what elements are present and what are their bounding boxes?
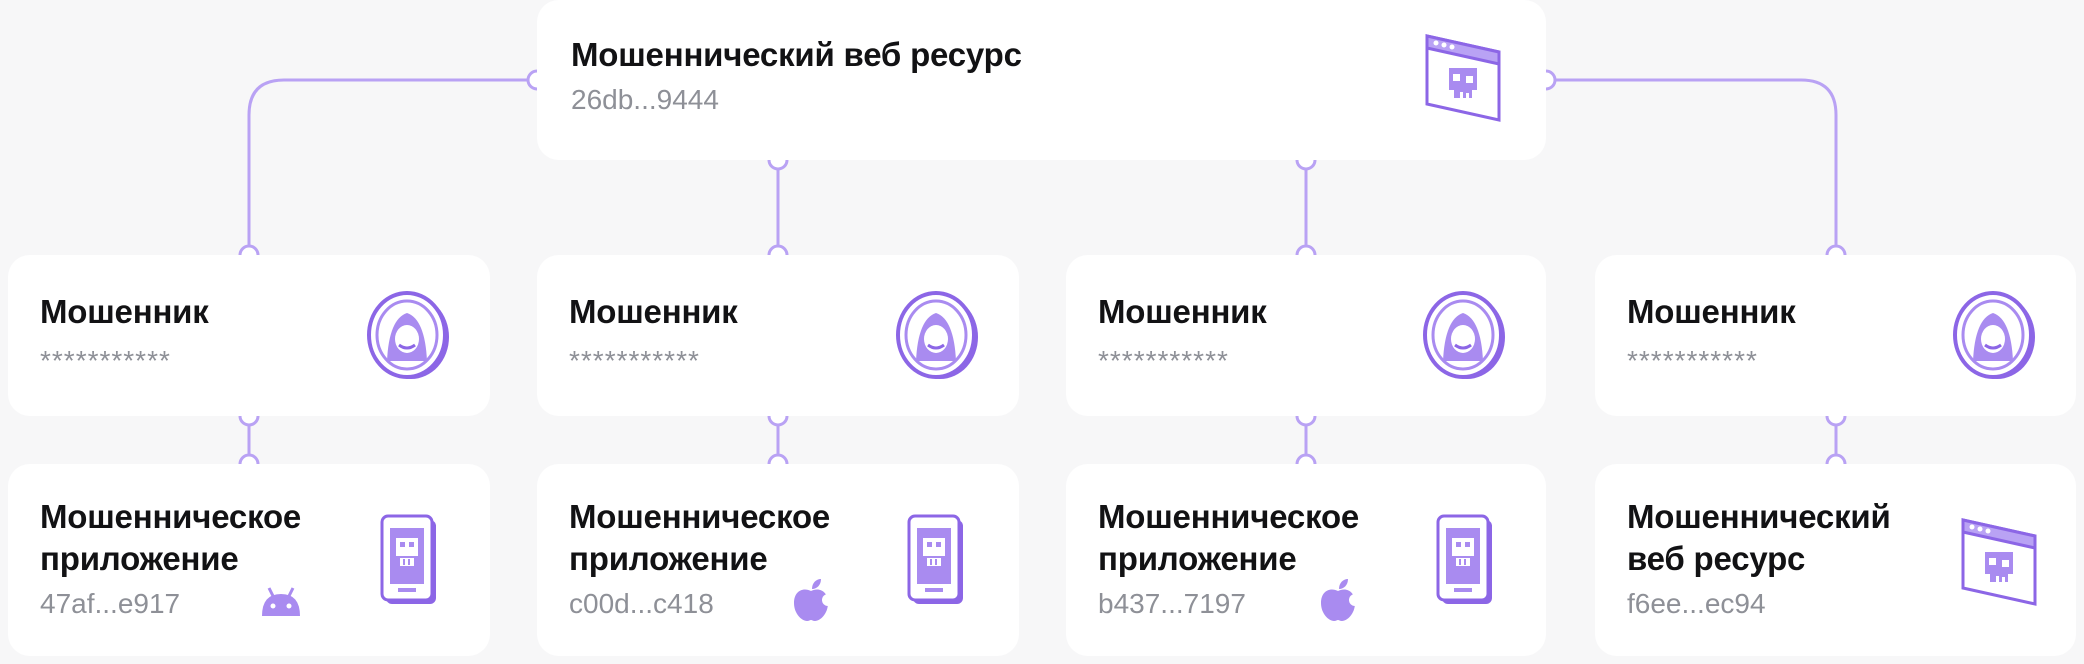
fraudster-title: Мошенник bbox=[1098, 293, 1267, 330]
malicious-browser-window-icon bbox=[1421, 30, 1505, 129]
fraudster-masked-id: *********** bbox=[40, 345, 171, 376]
resource-card[interactable]: Мошенническое приложение c00d...c418 bbox=[537, 464, 1019, 656]
malicious-phone-icon bbox=[376, 512, 446, 615]
resource-id: 47af...e917 bbox=[40, 588, 181, 619]
fraudster-title: Мошенник bbox=[1627, 293, 1796, 330]
resource-card[interactable]: Мошеннический веб ресурс f6ee...ec94 bbox=[1595, 464, 2076, 656]
fraudster-masked-id: *********** bbox=[1627, 345, 1758, 376]
apple-icon bbox=[791, 578, 834, 627]
fraudster-masked-id: *********** bbox=[1098, 345, 1229, 376]
android-icon bbox=[258, 586, 304, 625]
fraudster-card[interactable]: Мошенник *********** bbox=[1595, 255, 2076, 416]
fraudster-card[interactable]: Мошенник *********** bbox=[1066, 255, 1546, 416]
resource-title-line2: приложение bbox=[1098, 540, 1297, 577]
hooded-hacker-coin-icon bbox=[363, 289, 455, 386]
malicious-phone-icon bbox=[1432, 512, 1502, 615]
resource-title-line2: приложение bbox=[40, 540, 239, 577]
fraudster-card[interactable]: Мошенник *********** bbox=[537, 255, 1019, 416]
resource-title-line1: Мошенническое bbox=[569, 498, 831, 535]
hooded-hacker-coin-icon bbox=[892, 289, 984, 386]
malicious-phone-icon bbox=[903, 512, 973, 615]
resource-id: b437...7197 bbox=[1098, 588, 1246, 619]
resource-id: f6ee...ec94 bbox=[1627, 588, 1766, 619]
hooded-hacker-coin-icon bbox=[1419, 289, 1511, 386]
resource-title-line1: Мошеннический bbox=[1627, 498, 1891, 535]
resource-card[interactable]: Мошенническое приложение 47af...e917 bbox=[8, 464, 490, 656]
resource-title-line2: приложение bbox=[569, 540, 768, 577]
fraudster-masked-id: *********** bbox=[569, 345, 700, 376]
resource-card[interactable]: Мошенническое приложение b437...7197 bbox=[1066, 464, 1546, 656]
root-node-card[interactable]: Мошеннический веб ресурс 26db...9444 bbox=[537, 0, 1546, 160]
apple-icon bbox=[1318, 578, 1361, 627]
root-node-title: Мошеннический веб ресурс bbox=[571, 36, 1022, 73]
resource-title-line1: Мошенническое bbox=[1098, 498, 1360, 535]
fraudster-title: Мошенник bbox=[569, 293, 738, 330]
root-node-id: 26db...9444 bbox=[571, 84, 719, 115]
hooded-hacker-coin-icon bbox=[1949, 289, 2041, 386]
fraudster-title: Мошенник bbox=[40, 293, 209, 330]
malicious-browser-window-icon bbox=[1957, 514, 2041, 613]
resource-title-line1: Мошенническое bbox=[40, 498, 302, 535]
resource-id: c00d...c418 bbox=[569, 588, 714, 619]
resource-title-line2: веб ресурс bbox=[1627, 540, 1806, 577]
fraudster-card[interactable]: Мошенник *********** bbox=[8, 255, 490, 416]
